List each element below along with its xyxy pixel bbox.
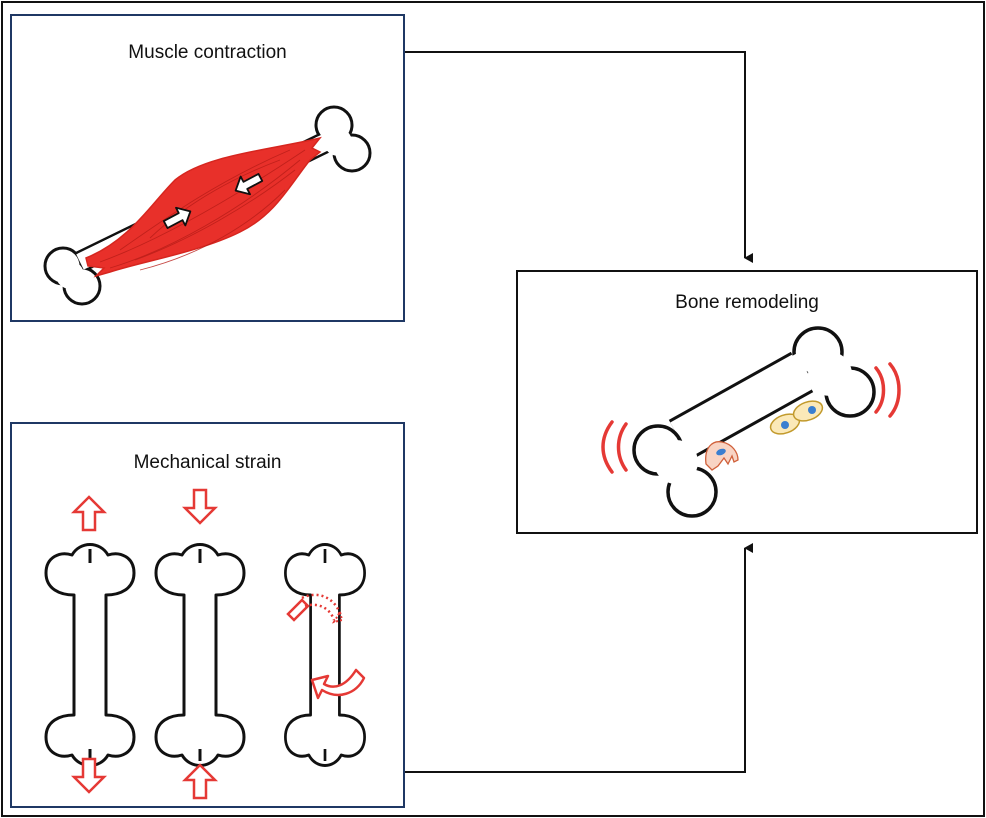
- bone-icon: [632, 326, 876, 518]
- tension-bone-icon: [44, 495, 136, 794]
- strain-illustration: [44, 488, 367, 800]
- osteoclast-icon: [705, 441, 739, 471]
- muscle-icon: [85, 136, 322, 278]
- panel-title-muscle: Muscle contraction: [128, 42, 287, 63]
- torsion-bone-icon: [283, 543, 367, 767]
- connector-strain-to-remodeling: [404, 543, 753, 773]
- connector-muscle-to-remodeling: [404, 51, 753, 263]
- contraction-arrow-icon: [162, 172, 264, 230]
- panel-mechanical-strain: Mechanical strain: [10, 422, 405, 808]
- muscle-illustration: [43, 105, 372, 306]
- panel-title-strain: Mechanical strain: [133, 452, 282, 473]
- osteoblast-icon: [769, 400, 824, 435]
- panel-muscle-contraction: Muscle contraction: [10, 14, 405, 322]
- compression-bone-icon: [154, 488, 246, 800]
- panel-title-remodeling: Bone remodeling: [675, 292, 819, 313]
- vibration-icon: [601, 362, 901, 474]
- remodeling-illustration: [601, 326, 901, 518]
- panel-bone-remodeling: Bone remodeling: [516, 270, 978, 534]
